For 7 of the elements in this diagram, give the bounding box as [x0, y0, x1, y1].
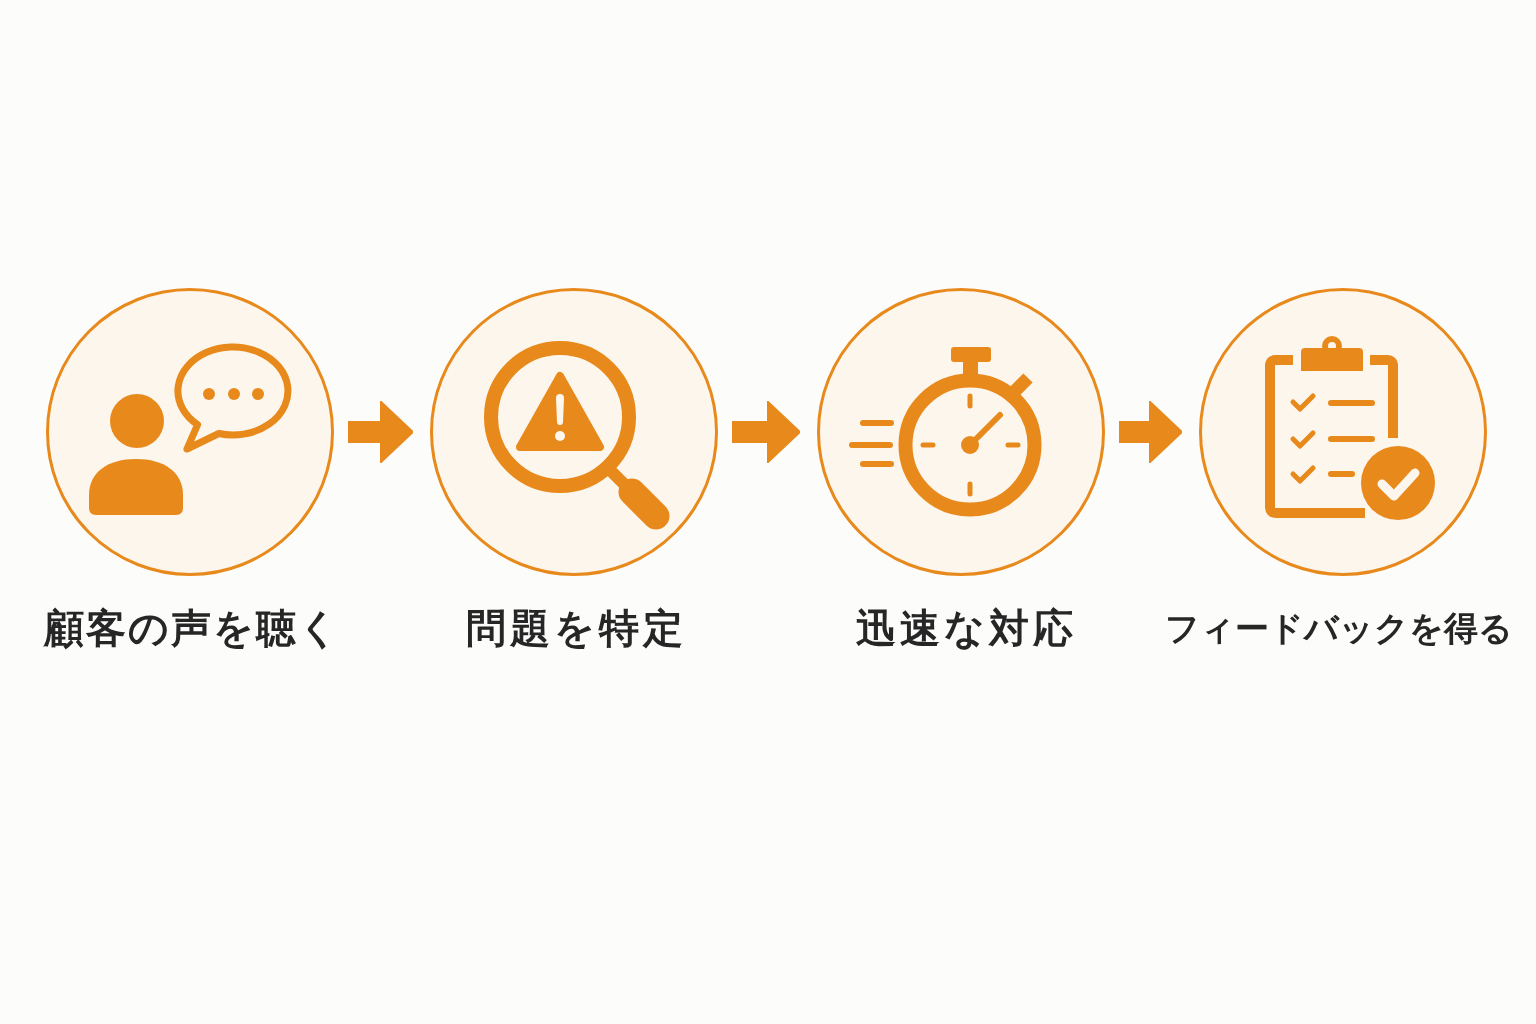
step-label: フィードバックを得る [1165, 607, 1513, 650]
step-label: 問題を特定 [465, 606, 687, 650]
arrow [732, 400, 801, 464]
arrow [348, 400, 414, 464]
arrow [1119, 400, 1183, 464]
step-label: 迅速な対応 [855, 606, 1077, 650]
step-label: 顧客の声を聴く [43, 606, 341, 650]
